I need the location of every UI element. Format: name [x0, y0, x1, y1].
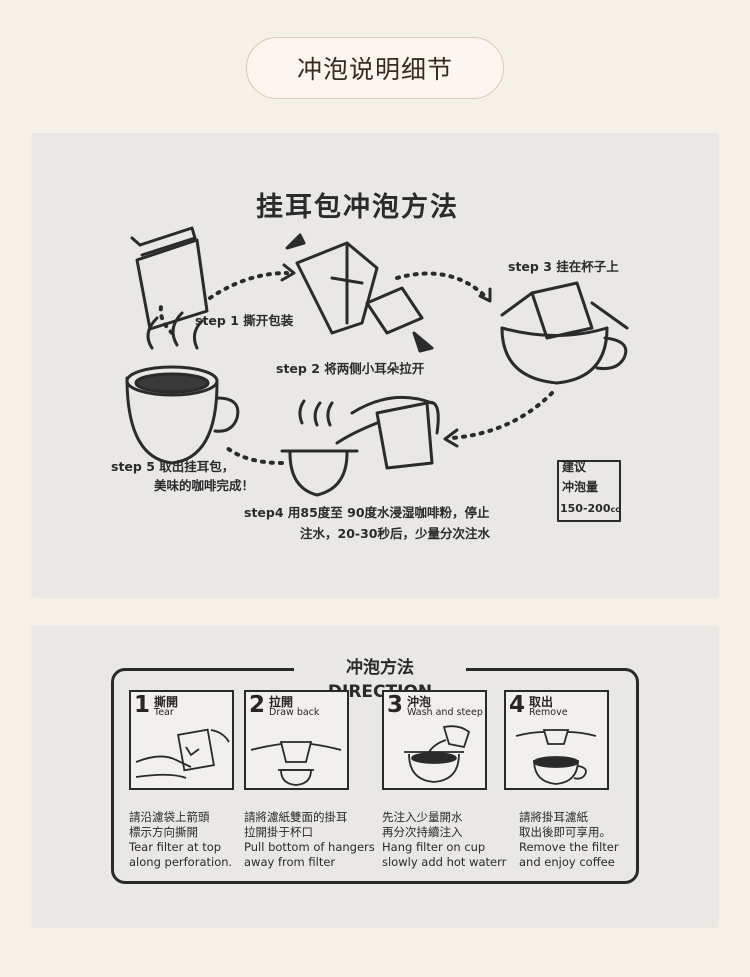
step-title-en: Tear — [154, 707, 174, 718]
step-title-en: Remove — [529, 707, 568, 718]
section-title: 冲泡说明细节 — [246, 37, 504, 99]
step2-label: step 2 将两侧小耳朵拉开 — [276, 361, 425, 376]
direction-step-4: 4 取出 Remove — [504, 690, 609, 790]
direction-step-2-desc: 請將濾紙雙面的掛耳 拉開掛于杯口 Pull bottom of hangers … — [244, 810, 375, 869]
step-title-zh: 沖泡 — [407, 695, 432, 709]
kettle-icon — [335, 395, 440, 470]
illustration-title: 挂耳包冲泡方法 — [256, 192, 459, 223]
recommend-label-2: 冲泡量 — [562, 480, 599, 494]
step-title-en: Draw back — [269, 707, 320, 718]
step-number: 2 — [249, 692, 266, 718]
cup-with-filter-icon — [500, 281, 629, 385]
coffee-cup-icon — [125, 311, 240, 465]
direction-card: 冲泡方法DIRECTION 1 撕開 Tear 請沿濾袋上箭頭 標示方向撕開 T… — [32, 626, 718, 926]
step-number: 3 — [387, 692, 404, 718]
drip-bag-torn-icon — [130, 226, 209, 331]
remove-filter-icon — [515, 729, 597, 785]
direction-title: 冲泡方法DIRECTION — [294, 656, 466, 702]
step5-label-line1: step 5 取出挂耳包， — [111, 459, 235, 474]
brewing-illustration — [125, 226, 629, 522]
step5-label-line2: 美味的咖啡完成！ — [154, 478, 255, 493]
step-number: 1 — [134, 692, 151, 718]
brewing-illustration-card: 挂耳包冲泡方法 step 1 撕开包装 step 2 将两侧小耳朵拉开 step… — [32, 133, 718, 596]
direction-step-4-desc: 請將掛耳濾紙 取出後即可享用。 Remove the filter and en… — [519, 810, 619, 869]
step4-label-line2: 注水，20-30秒后，少量分次注水 — [300, 526, 490, 541]
step-title-zh: 取出 — [529, 695, 554, 709]
step3-label: step 3 挂在杯子上 — [508, 259, 619, 274]
step-title-zh: 撕開 — [154, 695, 179, 709]
step-number: 4 — [509, 692, 526, 718]
direction-step-1: 1 撕開 Tear — [129, 690, 234, 790]
direction-step-2: 2 拉開 Draw back — [244, 690, 349, 790]
step1-label: step 1 撕开包装 — [195, 313, 294, 328]
pour-water-icon — [404, 725, 471, 783]
step-title-zh: 拉開 — [269, 695, 294, 709]
direction-step-1-desc: 請沿濾袋上箭頭 標示方向撕開 Tear filter at top along … — [129, 810, 233, 869]
cup-steeping-icon — [280, 399, 359, 497]
tear-bag-icon — [135, 728, 230, 779]
step-title-en: Wash and steep — [407, 707, 483, 718]
recommend-label: 建议 — [562, 460, 587, 474]
recommend-amount: 150-200cc — [560, 502, 620, 515]
direction-step-3-desc: 先注入少量開水 再分次持續注入 Hang filter on cup slowl… — [382, 810, 507, 869]
drip-filter-open-icon — [285, 233, 434, 353]
direction-step-3: 3 沖泡 Wash and steep — [382, 690, 487, 790]
pull-hangers-icon — [250, 741, 342, 786]
step4-label-line1: step4 用85度至 90度水浸湿咖啡粉，停止 — [244, 505, 490, 520]
